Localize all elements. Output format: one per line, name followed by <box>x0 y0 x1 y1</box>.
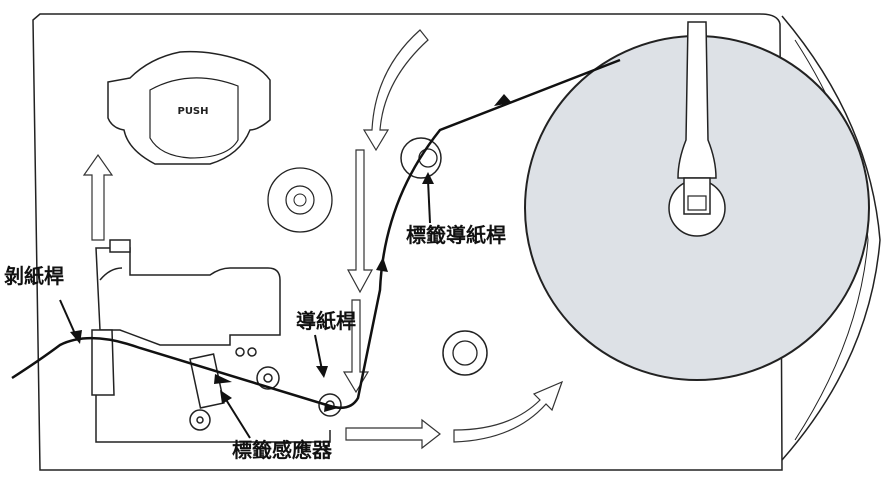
flow-arrows <box>82 29 564 450</box>
leader-arrowheads <box>70 172 434 404</box>
print-mechanism <box>91 239 342 443</box>
paper-guide-label: 導紙桿 <box>296 309 356 333</box>
push-text: PUSH <box>177 106 208 117</box>
lower-roller <box>442 330 488 376</box>
media-roll <box>524 21 870 381</box>
push-button: PUSH <box>107 50 271 165</box>
leader-arrows <box>59 179 431 439</box>
ribbon-hub <box>267 167 333 233</box>
label-guide-bar-label: 標籤導紙桿 <box>406 223 506 247</box>
path-arrowheads <box>214 94 512 412</box>
label-sensor-label: 標籤感應器 <box>232 438 332 462</box>
media-path <box>11 58 621 409</box>
peel-bar-label: 剝紙桿 <box>4 264 64 288</box>
